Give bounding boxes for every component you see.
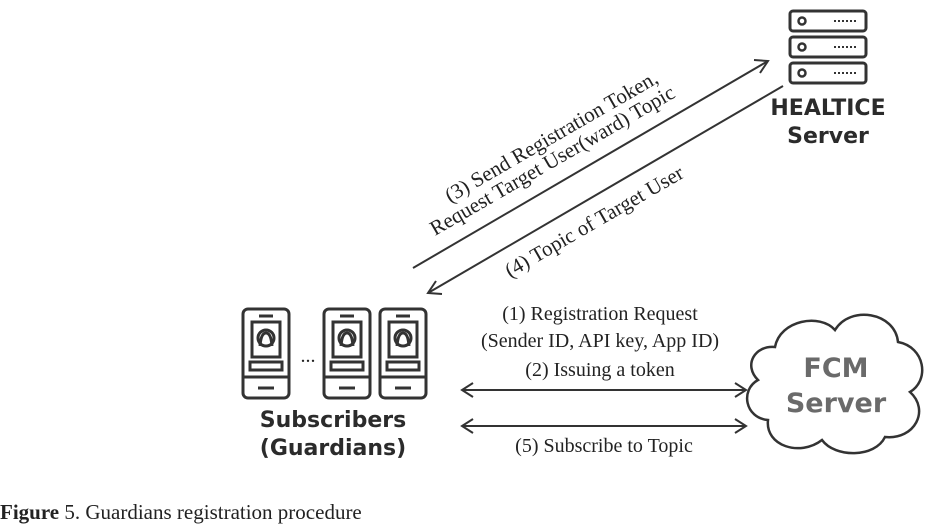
step5-label: (5) Subscribe to Topic	[515, 435, 693, 457]
phone-icon	[322, 307, 372, 400]
guardians-label: (Guardians)	[260, 436, 406, 461]
server-label: Server	[787, 124, 869, 149]
step1-label-line2: (Sender ID, API key, App ID)	[481, 330, 719, 352]
phones-ellipsis: ...	[301, 345, 316, 367]
caption-label: Figure	[0, 500, 60, 524]
arrow-step5	[460, 418, 748, 434]
server-icon	[788, 9, 868, 85]
fcm-name: FCM	[803, 353, 868, 384]
arrow-step1-2	[460, 382, 748, 398]
registration-diagram: HEALTICE Server (3) Send Registration To…	[241, 9, 924, 461]
phone-icon	[241, 307, 291, 400]
subscribers-label: Subscribers	[260, 408, 406, 433]
step1-label-line1: (1) Registration Request	[502, 303, 698, 325]
step3-label-line2: Request Target User(ward) Topic	[426, 80, 679, 240]
phone-icon	[378, 307, 428, 400]
arrow-step3	[412, 59, 770, 269]
figure-caption: Figure 5. Guardians registration procedu…	[0, 500, 362, 525]
fcm-label: Server	[786, 388, 887, 419]
caption-text: 5. Guardians registration procedure	[59, 500, 362, 524]
step2-label: (2) Issuing a token	[525, 359, 674, 381]
step3-label-line1: (3) Send Registration Token,	[441, 66, 663, 208]
server-name: HEALTICE	[770, 96, 885, 121]
cloud-icon	[745, 313, 924, 455]
arrow-step4	[426, 85, 784, 295]
